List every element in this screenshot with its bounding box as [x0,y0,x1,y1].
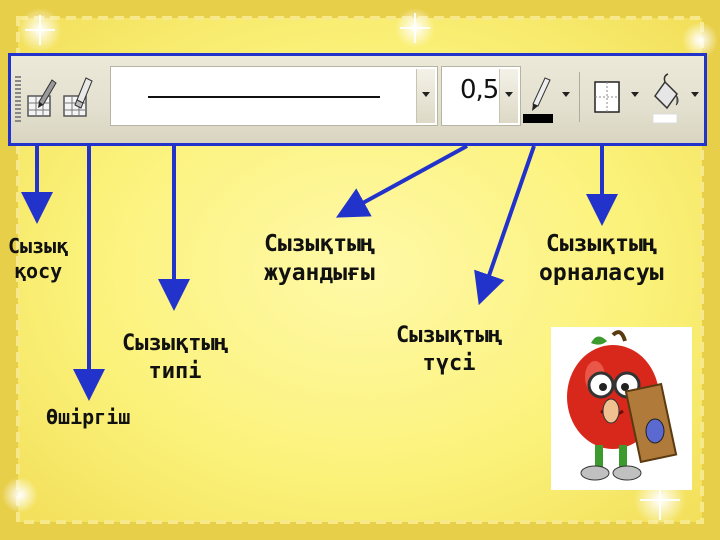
draw-table-button[interactable] [25,70,59,126]
label-line-width-2: жуандығы [264,259,375,286]
label-add-line: Сызық қосу [8,234,68,284]
borders-icon [594,81,620,113]
label-eraser-1: Өшіргіш [46,405,131,429]
label-line-position: Сызықтың орналасуы [539,230,664,288]
eraser-button[interactable] [61,70,95,126]
line-style-dropdown-arrow[interactable] [416,69,435,123]
label-line-width: Сызықтың жуандығы [264,230,375,288]
label-add-line-2: қосу [14,259,63,283]
toolbar-grip[interactable] [15,76,21,124]
line-weight-value: 0,5 [460,75,499,105]
apple-teacher-icon [567,330,678,481]
shading-dropdown-arrow[interactable] [691,92,699,97]
tables-borders-toolbar: 0,5 [8,53,707,146]
paint-bucket-icon [652,73,679,124]
label-line-type-1: Сызықтың [122,331,228,356]
label-line-color-2: түсі [422,350,476,376]
label-line-color: Сызықтың түсі [396,322,502,377]
shading-button[interactable] [649,70,683,126]
draw-table-icon [27,79,57,117]
label-line-width-1: Сызықтың [264,231,375,257]
eraser-icon [63,77,93,117]
label-line-position-2: орналасуы [539,259,664,286]
border-color-button[interactable] [523,70,557,126]
border-color-dropdown-arrow[interactable] [562,92,570,97]
label-line-type: Сызықтың типі [122,330,228,385]
line-style-sample [148,96,380,98]
label-line-color-1: Сызықтың [396,323,502,348]
border-color-icon [523,77,553,123]
borders-dropdown-arrow[interactable] [631,92,639,97]
label-add-line-1: Сызық [8,234,69,258]
line-style-combo[interactable] [110,66,438,126]
label-eraser: Өшіргіш [46,405,130,430]
label-line-type-2: типі [148,358,202,384]
toolbar-separator [579,72,580,122]
line-weight-combo[interactable]: 0,5 [441,66,521,126]
borders-button[interactable] [591,70,623,126]
label-line-position-1: Сызықтың [545,231,657,257]
apple-mascot-image [551,327,692,490]
line-weight-dropdown-arrow[interactable] [499,69,518,123]
